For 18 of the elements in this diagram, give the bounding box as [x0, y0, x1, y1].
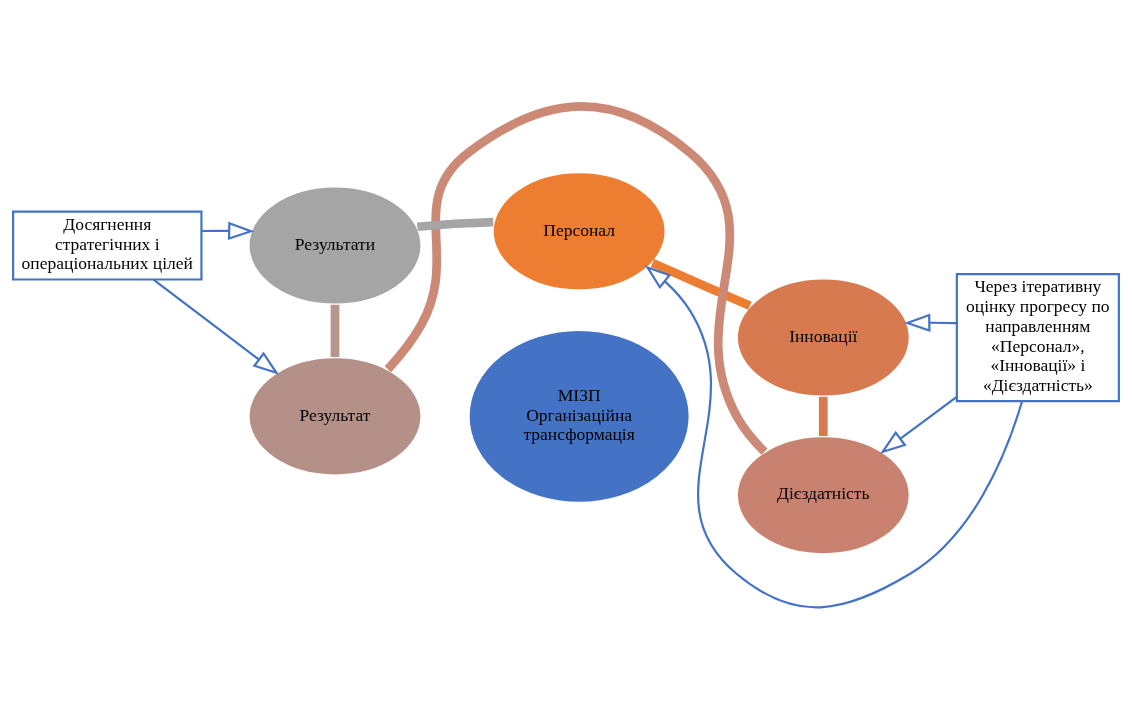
arrow	[645, 264, 1024, 608]
node-ellipse: Інновації	[735, 276, 911, 398]
node-box: Через ітеративну оцінку прогресу по направленням «Персонал», «Інновації» і «Дієздатність»	[955, 272, 1120, 402]
connector	[818, 396, 828, 436]
arrow	[201, 221, 255, 240]
arrow	[880, 395, 958, 454]
node-ellipse: Персонал	[491, 170, 667, 292]
connector	[650, 258, 752, 310]
node-ellipse: МІЗП Організаційна трансформація	[467, 328, 691, 504]
connector	[416, 217, 494, 231]
arrow	[152, 278, 280, 375]
node-ellipse: Результат	[247, 355, 423, 477]
node-ellipse: Дієздатність	[735, 434, 911, 555]
node-ellipse: Результати	[247, 184, 423, 306]
connector	[384, 101, 768, 455]
arrow	[904, 313, 957, 332]
node-box: Досягнення стратегічних і операціональних цілей	[12, 210, 203, 281]
connector	[330, 304, 340, 357]
